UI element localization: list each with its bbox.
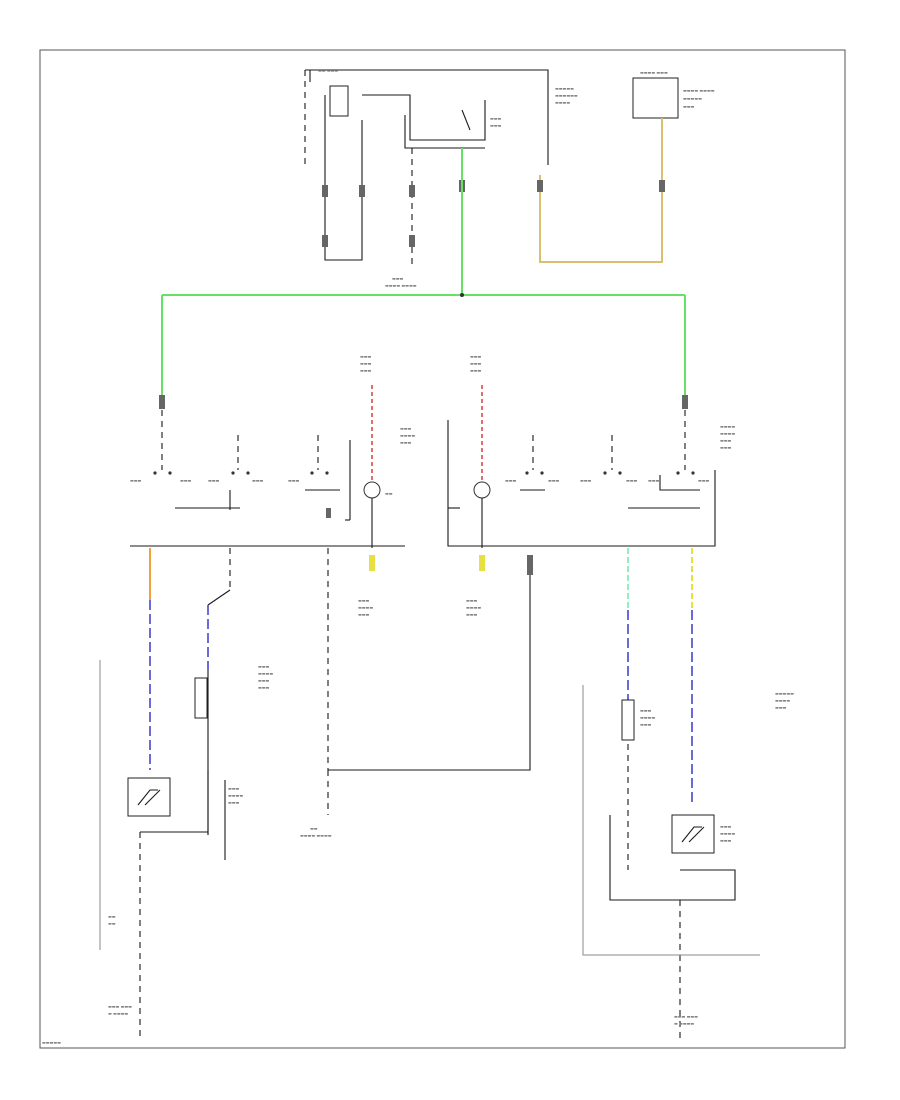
svg-text:▬▬▬▬ ▬▬▬▬: ▬▬▬▬ ▬▬▬▬ bbox=[300, 833, 332, 838]
driver-seat-motor: ▬▬▬ ▬▬▬▬ ▬▬▬ ▬▬▬ ▬▬▬ ▬▬▬▬ ▬▬▬ ▬▬ ▬▬ ▬▬▬ … bbox=[99, 548, 273, 1040]
svg-text:▬▬▬▬▬: ▬▬▬▬▬ bbox=[683, 96, 702, 101]
svg-text:▬▬▬: ▬▬▬ bbox=[228, 800, 240, 805]
svg-text:▬▬▬: ▬▬▬ bbox=[626, 478, 638, 483]
svg-text:▬▬▬▬ ▬▬▬: ▬▬▬▬ ▬▬▬ bbox=[640, 70, 668, 75]
power-feed-bus bbox=[161, 148, 686, 400]
svg-text:▬▬▬▬▬: ▬▬▬▬▬ bbox=[775, 691, 794, 696]
svg-text:▬▬▬: ▬▬▬ bbox=[490, 116, 502, 121]
svg-text:▬▬▬: ▬▬▬ bbox=[775, 705, 787, 710]
diagram-frame bbox=[39, 49, 846, 1049]
svg-text:▬▬▬: ▬▬▬ bbox=[392, 276, 404, 281]
connector-icon bbox=[322, 180, 665, 247]
svg-text:▬▬▬: ▬▬▬ bbox=[228, 786, 240, 791]
seat-motor-icon bbox=[671, 814, 715, 854]
svg-text:▬▬▬: ▬▬▬ bbox=[580, 478, 592, 483]
svg-text:▬▬▬▬: ▬▬▬▬ bbox=[466, 605, 481, 610]
svg-text:▬▬▬: ▬▬▬ bbox=[358, 598, 370, 603]
svg-text:▬▬▬: ▬▬▬ bbox=[258, 664, 270, 669]
svg-text:▬▬▬▬: ▬▬▬▬ bbox=[358, 605, 373, 610]
svg-text:▬▬▬: ▬▬▬ bbox=[258, 685, 270, 690]
svg-text:▬▬▬: ▬▬▬ bbox=[400, 440, 412, 445]
svg-text:▬▬▬▬: ▬▬▬▬ bbox=[720, 431, 735, 436]
svg-text:▬▬▬▬: ▬▬▬▬ bbox=[258, 671, 273, 676]
svg-text:▬▬▬▬: ▬▬▬▬ bbox=[555, 100, 570, 105]
relay-box-top: ▬▬ ▬▬▬ ▬▬▬▬▬ ▬▬▬▬▬▬ ▬▬▬▬ ▬▬▬ ▬▬▬ bbox=[304, 68, 578, 165]
svg-text:▬▬▬: ▬▬▬ bbox=[698, 478, 710, 483]
passenger-seat-motor: ▬▬▬ ▬▬▬▬ ▬▬▬ ▬▬▬▬▬ ▬▬▬▬ ▬▬▬ ▬▬▬ ▬▬▬▬ ▬▬▬… bbox=[582, 548, 794, 1040]
svg-text:▬▬▬: ▬▬▬ bbox=[548, 478, 560, 483]
svg-text:▬▬▬: ▬▬▬ bbox=[720, 438, 732, 443]
svg-text:▬▬: ▬▬ bbox=[108, 921, 116, 926]
ground-icon: ▬▬ ▬▬▬▬ ▬▬▬▬ bbox=[300, 548, 533, 838]
svg-text:▬▬▬: ▬▬▬ bbox=[208, 478, 220, 483]
fuse-box-right: ▬▬▬▬ ▬▬▬ ▬▬▬▬ ▬▬▬▬ ▬▬▬▬▬ ▬▬▬ bbox=[632, 70, 715, 119]
svg-text:▬▬: ▬▬ bbox=[310, 826, 318, 831]
svg-text:▬▬▬▬: ▬▬▬▬ bbox=[228, 793, 243, 798]
svg-text:▬▬▬: ▬▬▬ bbox=[470, 361, 482, 366]
svg-text:▬▬▬: ▬▬▬ bbox=[358, 612, 370, 617]
svg-text:▬▬▬: ▬▬▬ bbox=[360, 354, 372, 359]
diagram-code: ▬▬▬▬▬ bbox=[42, 1040, 61, 1045]
svg-text:▬▬▬: ▬▬▬ bbox=[720, 838, 732, 843]
svg-text:▬▬▬: ▬▬▬ bbox=[505, 478, 517, 483]
right-seat-switch: ▬▬▬ ▬▬▬ ▬▬▬ ▬▬▬ ▬▬▬ ▬▬▬ ▬▬▬ ▬▬▬▬ ▬▬▬ ▬▬▬▬ ▬… bbox=[400, 410, 735, 547]
svg-text:▬▬▬: ▬▬▬ bbox=[288, 478, 300, 483]
svg-text:▬ ▬▬▬▬: ▬ ▬▬▬▬ bbox=[674, 1021, 694, 1026]
left-seat-switch: ▬▬▬ ▬▬▬ ▬▬▬ ▬▬▬ ▬▬▬ bbox=[130, 410, 351, 521]
svg-text:▬▬▬: ▬▬▬ bbox=[683, 104, 695, 109]
seat-motor-icon bbox=[127, 777, 171, 817]
svg-text:▬▬▬ ▬▬▬: ▬▬▬ ▬▬▬ bbox=[674, 1014, 698, 1019]
svg-text:▬▬▬: ▬▬▬ bbox=[258, 678, 270, 683]
svg-text:▬▬▬: ▬▬▬ bbox=[360, 361, 372, 366]
lamp-icon: ▬▬▬ ▬▬▬ ▬▬▬ ▬▬▬ ▬▬▬▬ ▬▬▬ bbox=[466, 354, 491, 617]
svg-text:▬▬▬: ▬▬▬ bbox=[490, 123, 502, 128]
svg-text:▬▬▬▬ ▬▬▬▬: ▬▬▬▬ ▬▬▬▬ bbox=[385, 283, 417, 288]
svg-text:▬▬▬▬: ▬▬▬▬ bbox=[720, 424, 735, 429]
svg-text:▬▬▬▬: ▬▬▬▬ bbox=[400, 433, 415, 438]
relay-label-tiny: ▬▬ ▬▬▬ bbox=[318, 68, 338, 73]
svg-text:▬▬▬▬: ▬▬▬▬ bbox=[640, 715, 655, 720]
svg-text:▬▬▬▬▬: ▬▬▬▬▬ bbox=[555, 86, 574, 91]
svg-text:▬▬▬: ▬▬▬ bbox=[180, 478, 192, 483]
svg-text:▬▬▬: ▬▬▬ bbox=[470, 368, 482, 373]
svg-text:▬▬▬▬▬▬: ▬▬▬▬▬▬ bbox=[555, 93, 578, 98]
svg-text:▬ ▬▬▬▬: ▬ ▬▬▬▬ bbox=[108, 1011, 128, 1016]
svg-text:▬▬▬: ▬▬▬ bbox=[640, 722, 652, 727]
svg-text:▬▬▬: ▬▬▬ bbox=[130, 478, 142, 483]
svg-text:▬▬▬: ▬▬▬ bbox=[470, 354, 482, 359]
svg-text:▬▬▬: ▬▬▬ bbox=[648, 478, 660, 483]
svg-text:▬▬▬: ▬▬▬ bbox=[720, 824, 732, 829]
svg-text:▬▬: ▬▬ bbox=[108, 914, 116, 919]
svg-text:▬▬▬▬: ▬▬▬▬ bbox=[720, 831, 735, 836]
svg-text:▬▬▬: ▬▬▬ bbox=[640, 708, 652, 713]
lamp-icon: ▬▬▬ ▬▬▬ ▬▬▬ ▬▬ ▬▬▬ ▬▬▬▬ ▬▬▬ bbox=[358, 354, 393, 617]
svg-text:▬▬▬ ▬▬▬: ▬▬▬ ▬▬▬ bbox=[108, 1004, 132, 1009]
svg-text:▬▬▬▬ ▬▬▬▬: ▬▬▬▬ ▬▬▬▬ bbox=[683, 88, 715, 93]
svg-text:▬▬▬: ▬▬▬ bbox=[720, 445, 732, 450]
svg-text:▬▬▬: ▬▬▬ bbox=[252, 478, 264, 483]
svg-text:▬▬▬▬: ▬▬▬▬ bbox=[775, 698, 790, 703]
svg-text:▬▬▬: ▬▬▬ bbox=[466, 598, 478, 603]
svg-text:▬▬▬: ▬▬▬ bbox=[466, 612, 478, 617]
svg-text:▬▬▬: ▬▬▬ bbox=[400, 426, 412, 431]
svg-text:▬▬: ▬▬ bbox=[385, 491, 393, 496]
svg-text:▬▬▬: ▬▬▬ bbox=[360, 368, 372, 373]
yellow-feed-wire bbox=[539, 118, 663, 263]
